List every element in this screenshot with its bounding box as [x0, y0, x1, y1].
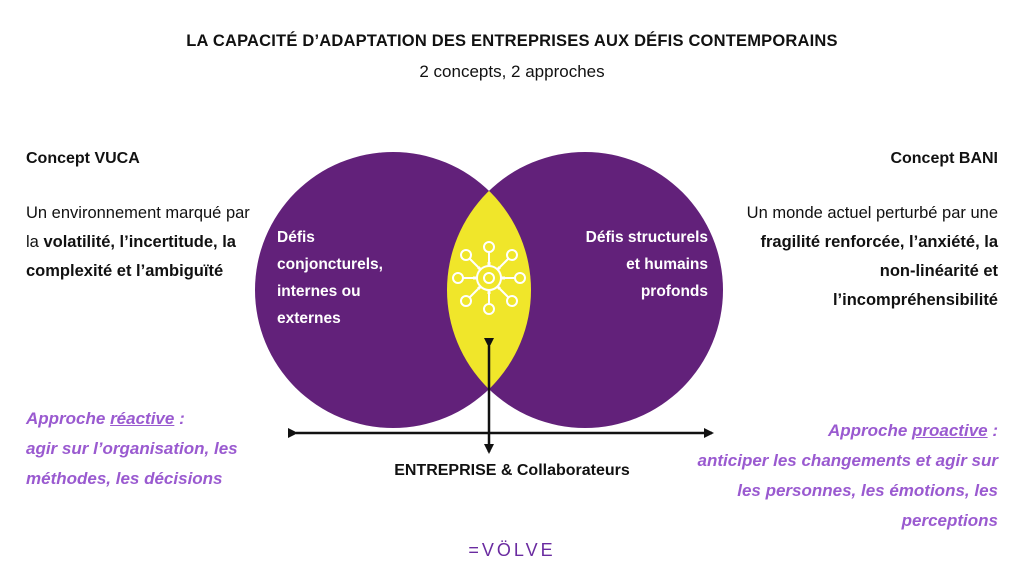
vuca-circle [255, 152, 531, 428]
proactive-approach: Approche proactive : anticiper les chang… [688, 416, 998, 536]
bani-circle [447, 152, 723, 428]
reactive-approach-colon: : [174, 409, 185, 428]
reactive-approach-text: agir sur l’organisation, les méthodes, l… [26, 439, 238, 488]
bani-description: Un monde actuel perturbé par une fragili… [738, 199, 998, 315]
page-title: LA CAPACITÉ D’ADAPTATION DES ENTREPRISES… [186, 32, 838, 50]
vuca-description: Un environnement marqué par la volatilit… [26, 199, 266, 286]
reactive-approach-word: réactive [110, 409, 175, 428]
vuca-concept-title: Concept VUCA [26, 150, 140, 167]
proactive-approach-text: anticiper les changements et agir sur le… [697, 451, 998, 530]
bani-circle-label: Défis structurels et humains profonds [585, 229, 708, 300]
reactive-approach: Approche réactive : agir sur l’organisat… [26, 404, 286, 494]
vuca-desc-plain: Un environnement marqué par la [26, 204, 250, 251]
evolve-logo: =VÖLVE [468, 540, 556, 560]
proactive-approach-colon: : [987, 421, 998, 440]
entreprise-label: ENTREPRISE & Collaborateurs [394, 462, 630, 479]
reactive-approach-prefix: Approche [26, 409, 111, 428]
bani-desc-plain: Un monde actuel perturbé par une [746, 204, 998, 222]
proactive-approach-prefix: Approche [827, 421, 913, 440]
vuca-circle-label: Défis conjoncturels, internes ou externe… [277, 229, 383, 327]
page-subtitle: 2 concepts, 2 approches [419, 62, 605, 81]
bani-desc-bold: fragilité renforcée, l’anxiété, la non-l… [760, 233, 998, 309]
bani-concept-title: Concept BANI [890, 150, 998, 167]
vuca-desc-bold: volatilité, l’incertitude, la complexité… [26, 233, 236, 280]
proactive-approach-word: proactive [912, 421, 988, 440]
gear-network-icon [452, 241, 526, 315]
